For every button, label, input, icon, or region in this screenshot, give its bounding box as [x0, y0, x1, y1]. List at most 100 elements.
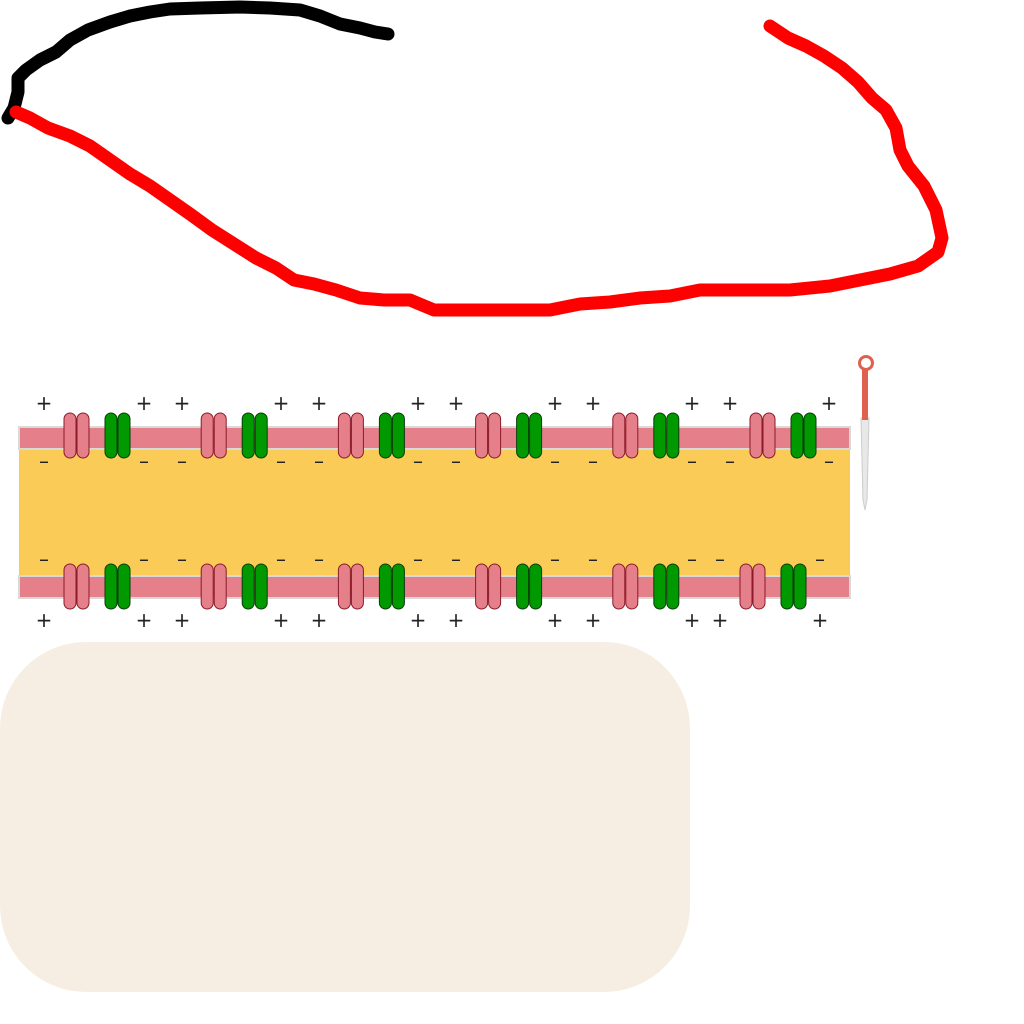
positive-charge-sign: + [410, 391, 427, 415]
sodium-channel-subunit [76, 563, 90, 610]
stimulating-electrode-icon[interactable] [858, 355, 874, 511]
charge-signs: ++++++++++++––––––––––––––––––––––––++++… [36, 391, 838, 632]
positive-charge-sign: + [684, 391, 701, 415]
potassium-channel-icon [241, 563, 268, 610]
positive-charge-sign: + [174, 608, 191, 632]
sodium-channel-subunit [337, 412, 351, 459]
potassium-channel-subunit [790, 412, 804, 459]
potassium-channel-icon [516, 563, 543, 610]
potassium-channel-subunit [254, 412, 268, 459]
potassium-channel-subunit [780, 563, 794, 610]
potassium-channel-icon [104, 563, 131, 610]
sodium-channel-subunit [488, 412, 502, 459]
potassium-channel-subunit [378, 412, 392, 459]
sodium-channel-subunit [76, 412, 90, 459]
positive-charge-sign: + [273, 608, 290, 632]
negative-charge-sign: – [177, 547, 187, 571]
negative-charge-sign: – [39, 547, 49, 571]
negative-charge-sign: – [550, 547, 560, 571]
positive-charge-sign: + [585, 608, 602, 632]
electrode-shaft [860, 417, 870, 511]
positive-charge-sign: + [174, 391, 191, 415]
potassium-channel-icon [516, 412, 543, 459]
sodium-channel-subunit [625, 563, 639, 610]
negative-charge-sign: – [815, 547, 825, 571]
potassium-channel-icon [378, 412, 405, 459]
negative-charge-sign: – [725, 449, 735, 473]
potassium-channel-subunit [516, 563, 530, 610]
positive-charge-sign: + [722, 391, 739, 415]
freehand-stroke-red [9, 19, 949, 317]
potassium-channel-subunit [104, 412, 118, 459]
sodium-channel-icon [63, 563, 90, 610]
potassium-channel-subunit [254, 563, 268, 610]
positive-charge-sign: + [136, 608, 153, 632]
sodium-channel-subunit [612, 563, 626, 610]
positive-charge-sign: + [712, 608, 729, 632]
sodium-channel-subunit [749, 412, 763, 459]
negative-charge-sign: – [413, 449, 423, 473]
positive-charge-sign: + [585, 391, 602, 415]
positive-charge-sign: + [812, 608, 829, 632]
negative-charge-sign: – [451, 449, 461, 473]
negative-charge-sign: – [550, 449, 560, 473]
potassium-channel-icon [104, 412, 131, 459]
potassium-channel-icon [790, 412, 817, 459]
sodium-channel-subunit [488, 563, 502, 610]
axon-interior [19, 449, 850, 577]
negative-charge-sign: – [276, 547, 286, 571]
potassium-channel-subunit [117, 412, 131, 459]
potassium-channel-icon [378, 563, 405, 610]
negative-charge-sign: – [451, 547, 461, 571]
negative-charge-sign: – [314, 547, 324, 571]
ion-channels [63, 412, 817, 610]
sodium-channel-subunit [475, 412, 489, 459]
positive-charge-sign: + [547, 391, 564, 415]
negative-charge-sign: – [824, 449, 834, 473]
negative-charge-sign: – [39, 449, 49, 473]
potassium-channel-subunit [241, 412, 255, 459]
positive-charge-sign: + [821, 391, 838, 415]
positive-charge-sign: + [684, 608, 701, 632]
sodium-channel-icon [739, 563, 766, 610]
potassium-channel-subunit [529, 563, 543, 610]
potassium-channel-icon [780, 563, 807, 610]
freehand-stroke-black [1, 0, 395, 125]
info-panel [0, 642, 690, 992]
negative-charge-sign: – [139, 449, 149, 473]
potassium-channel-subunit [378, 563, 392, 610]
negative-charge-sign: – [687, 449, 697, 473]
positive-charge-sign: + [311, 391, 328, 415]
sodium-channel-subunit [739, 563, 753, 610]
sodium-channel-icon [475, 412, 502, 459]
sodium-channel-subunit [350, 563, 364, 610]
positive-charge-sign: + [448, 608, 465, 632]
potassium-channel-subunit [391, 563, 405, 610]
potassium-channel-subunit [117, 563, 131, 610]
negative-charge-sign: – [588, 547, 598, 571]
sodium-channel-icon [749, 412, 776, 459]
potassium-channel-subunit [653, 563, 667, 610]
potassium-channel-subunit [666, 412, 680, 459]
negative-charge-sign: – [139, 547, 149, 571]
potassium-channel-subunit [516, 412, 530, 459]
potassium-channel-subunit [104, 563, 118, 610]
sodium-channel-subunit [200, 563, 214, 610]
sodium-channel-subunit [350, 412, 364, 459]
sodium-channel-icon [337, 563, 364, 610]
positive-charge-sign: + [311, 608, 328, 632]
positive-charge-sign: + [448, 391, 465, 415]
sodium-channel-subunit [213, 412, 227, 459]
potassium-channel-subunit [391, 412, 405, 459]
electrode-handle [862, 366, 868, 420]
potassium-channel-icon [653, 563, 680, 610]
sodium-channel-icon [612, 563, 639, 610]
sodium-channel-subunit [475, 563, 489, 610]
membrane-top [18, 426, 851, 450]
negative-charge-sign: – [413, 547, 423, 571]
sodium-channel-subunit [337, 563, 351, 610]
potassium-channel-subunit [803, 412, 817, 459]
positive-charge-sign: + [547, 608, 564, 632]
negative-charge-sign: – [687, 547, 697, 571]
